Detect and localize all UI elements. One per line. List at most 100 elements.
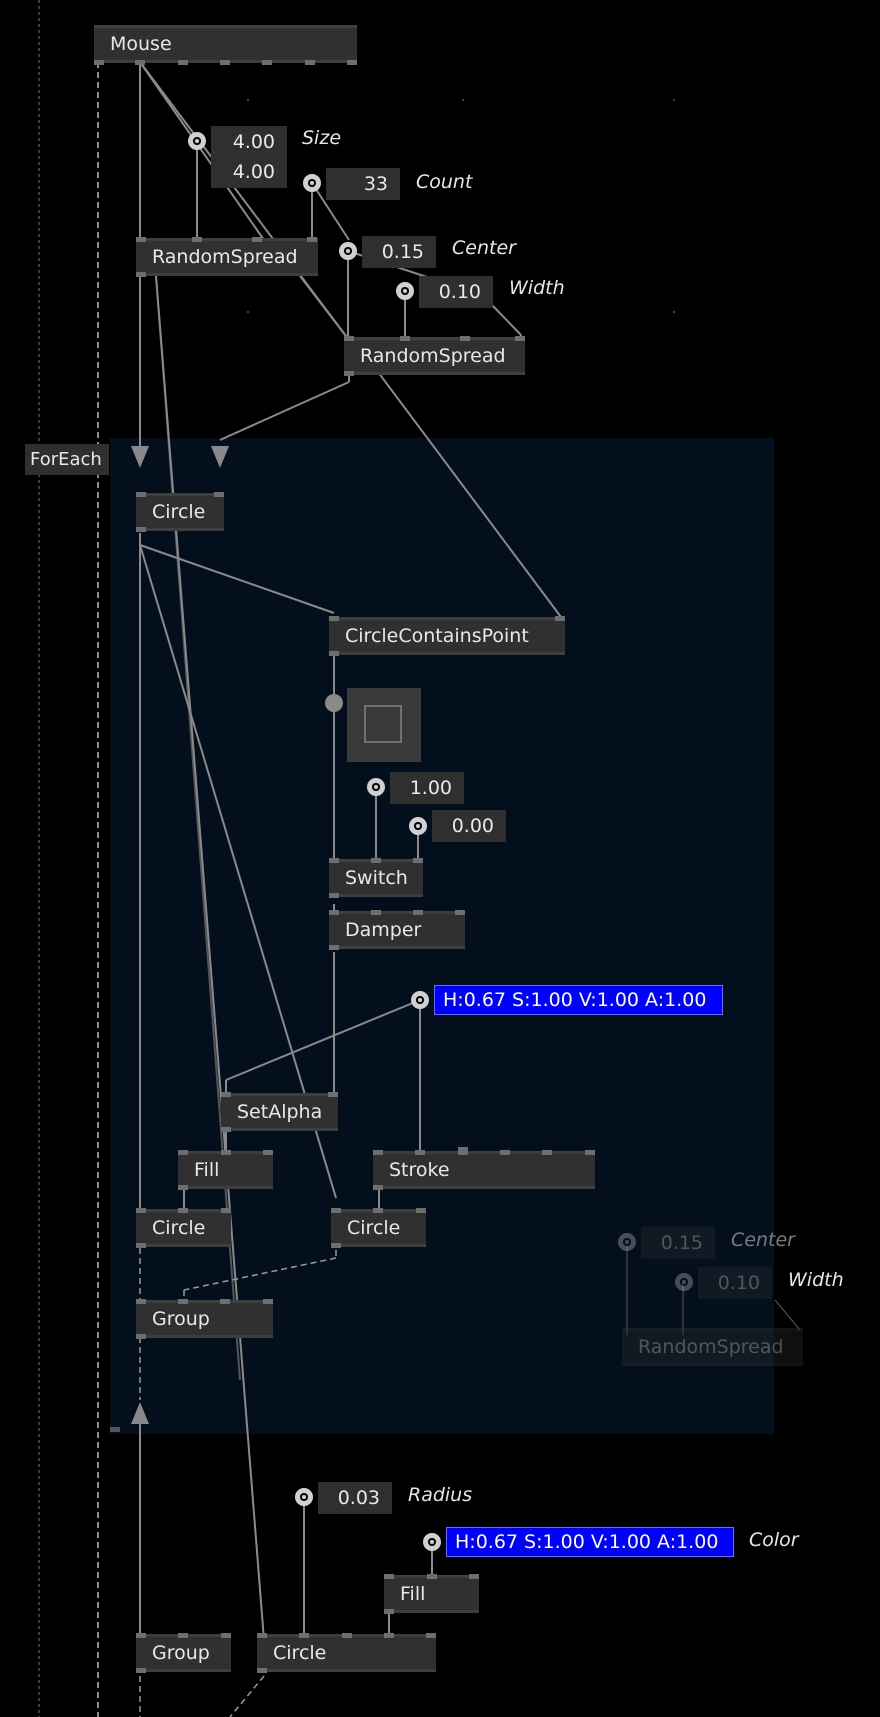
stroke-in-pin[interactable] [415,1150,425,1155]
fill-in-pin[interactable] [469,1574,479,1579]
width-value[interactable]: 0.10 [419,276,493,308]
circle-in-pin[interactable] [136,1208,146,1213]
switch-in-pin[interactable] [329,858,339,863]
set-alpha-in-pin[interactable] [221,1092,231,1097]
mouse-node[interactable]: Mouse [94,25,357,63]
group-node[interactable]: Group [136,1634,231,1672]
bool-connector-icon[interactable] [325,694,343,712]
circle-out-pin[interactable] [331,1243,341,1248]
group-in-pin[interactable] [220,1299,230,1304]
stroke-color-knob-icon[interactable] [411,991,429,1009]
switch-b-knob-icon[interactable] [409,817,427,835]
group-in-pin[interactable] [136,1299,146,1304]
circle-in-pin[interactable] [257,1633,267,1638]
circle-in-pin[interactable] [331,1208,341,1213]
circle-in-pin[interactable] [342,1633,352,1638]
ccp-out-pin[interactable] [329,651,339,656]
group-in-pin[interactable] [178,1299,188,1304]
circle-contains-point-node[interactable]: CircleContainsPoint [329,617,565,655]
fill-out-pin[interactable] [178,1185,188,1190]
fill-in-pin[interactable] [263,1150,273,1155]
switch-a-knob-icon[interactable] [367,778,385,796]
switch-b-value[interactable]: 0.00 [432,810,506,842]
circle-in-pin[interactable] [214,492,224,497]
circle-in-pin[interactable] [299,1633,309,1638]
random-spread-in-pin[interactable] [307,237,317,242]
count-knob-icon[interactable] [303,174,321,192]
fill-in-pin[interactable] [221,1150,231,1155]
mouse-out-pin[interactable] [94,60,104,65]
switch-in-pin[interactable] [413,858,423,863]
ccp-in-pin[interactable] [555,616,565,621]
damper-in-pin[interactable] [413,910,423,915]
damper-out-pin[interactable] [329,945,339,950]
fill-node[interactable]: Fill [178,1151,273,1189]
random-spread-node[interactable]: RandomSpread [344,337,525,375]
radius-value[interactable]: 0.03 [318,1482,392,1514]
circle-in-pin[interactable] [426,1633,436,1638]
stroke-color-value[interactable]: H:0.67 S:1.00 V:1.00 A:1.00 [434,985,723,1015]
ccp-in-pin[interactable] [329,616,339,621]
set-alpha-out-pin[interactable] [221,1127,231,1132]
fill-out-pin[interactable] [384,1609,394,1614]
mouse-out-pin[interactable] [262,60,272,65]
stroke-in-pin[interactable] [500,1150,510,1155]
count-value[interactable]: 33 [326,168,400,200]
radius-knob-icon[interactable] [295,1488,313,1506]
damper-in-pin[interactable] [329,910,339,915]
random-spread-out-pin[interactable] [344,371,354,376]
stroke-in-pin[interactable] [542,1150,552,1155]
circle-node[interactable]: Circle [257,1634,436,1672]
size-knob-icon[interactable] [188,132,206,150]
group-in-pin[interactable] [221,1633,231,1638]
mouse-out-pin[interactable] [347,60,357,65]
fill-color-knob-icon[interactable] [423,1533,441,1551]
circle-in-pin[interactable] [136,492,146,497]
random-spread-in-pin[interactable] [136,237,146,242]
toggle-checkbox[interactable] [347,688,421,762]
set-alpha-node[interactable]: SetAlpha [221,1093,338,1131]
foreach-label[interactable]: ForEach [25,444,109,475]
switch-out-pin[interactable] [329,893,339,898]
width-knob-icon[interactable] [396,282,414,300]
fill-in-pin[interactable] [384,1574,394,1579]
random-spread-in-pin[interactable] [252,237,262,242]
region-resize-handle[interactable] [110,1427,120,1432]
center-knob-icon[interactable] [339,242,357,260]
switch-a-value[interactable]: 1.00 [390,772,464,804]
size-y-value[interactable]: 4.00 [211,156,287,188]
switch-node[interactable]: Switch [329,859,423,897]
random-spread-node[interactable]: RandomSpread [136,238,318,276]
circle-node[interactable]: Circle [136,1209,231,1247]
group-in-pin[interactable] [136,1633,146,1638]
circle-out-pin[interactable] [257,1668,267,1673]
random-spread-out-pin[interactable] [136,272,146,277]
stroke-in-pin[interactable] [458,1147,468,1155]
stroke-in-pin[interactable] [373,1150,383,1155]
group-out-pin[interactable] [136,1668,146,1673]
fill-in-pin[interactable] [178,1150,188,1155]
group-out-pin[interactable] [136,1334,146,1339]
damper-in-pin[interactable] [455,910,465,915]
stroke-in-pin[interactable] [585,1150,595,1155]
size-x-value[interactable]: 4.00 [211,126,287,158]
circle-in-pin[interactable] [384,1633,394,1638]
stroke-out-pin[interactable] [373,1185,383,1190]
random-spread-in-pin[interactable] [460,336,470,341]
random-spread-in-pin[interactable] [400,336,410,341]
circle-out-pin[interactable] [136,1243,146,1248]
center-value[interactable]: 0.15 [362,236,436,268]
random-spread-in-pin[interactable] [192,237,202,242]
set-alpha-in-pin[interactable] [328,1092,338,1097]
stroke-node[interactable]: Stroke [373,1151,595,1189]
circle-in-pin[interactable] [178,1208,188,1213]
mouse-out-pin[interactable] [220,60,230,65]
fill-in-pin[interactable] [427,1574,437,1579]
random-spread-in-pin[interactable] [344,336,354,341]
fill-color-value[interactable]: H:0.67 S:1.00 V:1.00 A:1.00 [446,1527,734,1557]
switch-in-pin[interactable] [371,858,381,863]
circle-node[interactable]: Circle [331,1209,426,1247]
mouse-out-pin[interactable] [178,60,188,65]
circle-in-pin[interactable] [221,1208,231,1213]
damper-in-pin[interactable] [371,910,381,915]
